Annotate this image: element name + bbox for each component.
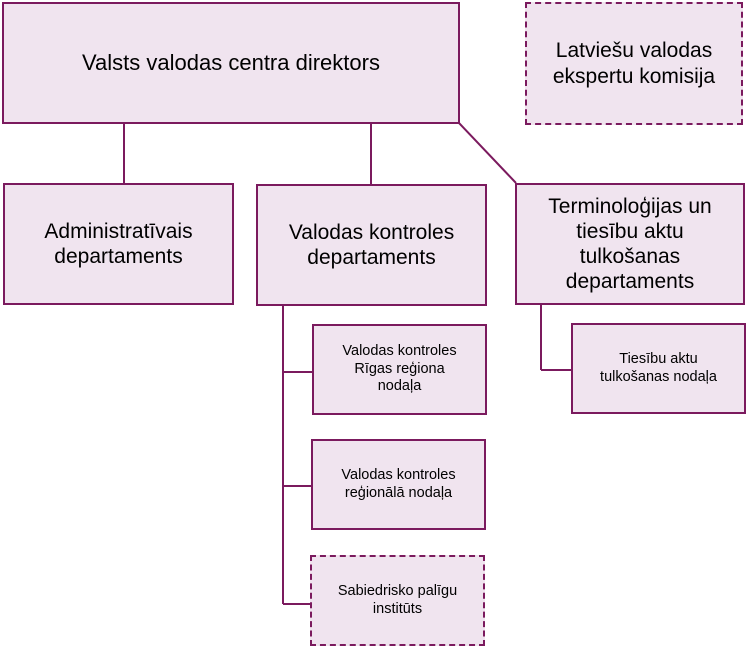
terminology-department-label: Terminoloģijas un tiesību aktu tulkošana… — [548, 194, 712, 294]
public-assistants-institute-label: Sabiedrisko palīgu institūts — [337, 583, 458, 617]
regional-unit-label: Valodas kontroles reģionālā nodaļa — [341, 467, 456, 501]
terminology-department-box: Terminoloģijas un tiesību aktu tulkošana… — [515, 183, 745, 305]
director-label: Valsts valodas centra direktors — [82, 49, 380, 75]
legal-translation-unit-label: Tiesību aktu tulkošanas nodaļa — [600, 351, 717, 385]
language-control-department-label: Valodas kontroles departaments — [288, 220, 455, 269]
expert-commission-box: Latviešu valodas ekspertu komisija — [525, 2, 743, 125]
legal-translation-unit-box: Tiesību aktu tulkošanas nodaļa — [571, 323, 746, 414]
administrative-department-label: Administratīvais departaments — [44, 219, 193, 268]
public-assistants-institute-box: Sabiedrisko palīgu institūts — [310, 555, 485, 646]
riga-region-unit-label: Valodas kontroles Rīgas reģiona nodaļa — [342, 343, 457, 395]
administrative-department-box: Administratīvais departaments — [3, 183, 234, 305]
language-control-department-box: Valodas kontroles departaments — [256, 184, 487, 306]
director-box: Valsts valodas centra direktors — [2, 2, 460, 124]
riga-region-unit-box: Valodas kontroles Rīgas reģiona nodaļa — [312, 324, 487, 415]
regional-unit-box: Valodas kontroles reģionālā nodaļa — [311, 439, 486, 530]
expert-commission-label: Latviešu valodas ekspertu komisija — [552, 39, 716, 88]
